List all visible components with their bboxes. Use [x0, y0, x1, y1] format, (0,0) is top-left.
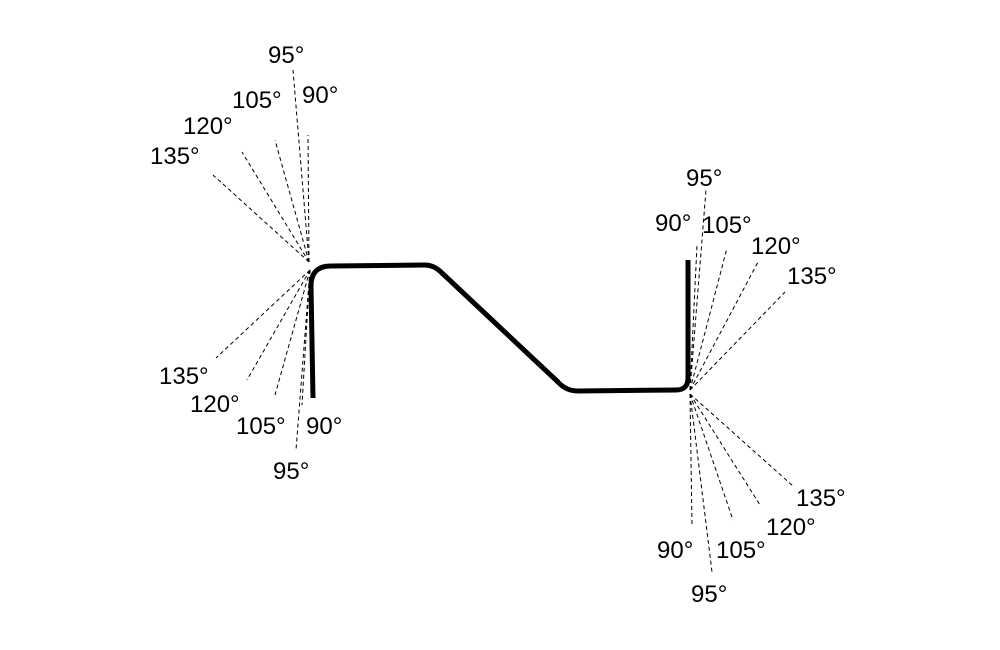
bottom-left-labels: 135° 120° 105° 90° 95°: [159, 363, 342, 485]
angle-label: 135°: [796, 485, 846, 512]
angle-label: 135°: [159, 363, 209, 390]
angle-label: 90°: [302, 82, 338, 109]
angle-label: 120°: [190, 391, 240, 418]
angle-label: 105°: [232, 87, 282, 114]
angle-label: 95°: [273, 458, 309, 485]
angle-label: 120°: [183, 113, 233, 140]
angle-label: 120°: [751, 233, 801, 260]
top-right-guides: [689, 189, 786, 391]
guide-90: [307, 134, 310, 263]
angle-label: 90°: [655, 210, 691, 237]
top-left-labels: 95° 90° 105° 120° 135°: [150, 42, 338, 170]
bottom-left-guides: [215, 269, 311, 451]
guide-105: [274, 139, 310, 263]
angle-label: 95°: [268, 42, 304, 69]
guide-105: [274, 269, 311, 396]
guide-95: [689, 393, 713, 573]
angle-label: 90°: [306, 413, 342, 440]
bottom-right-labels: 135° 120° 90° 105° 95°: [657, 485, 846, 608]
guide-120: [241, 151, 310, 263]
guide-105: [689, 393, 734, 521]
guide-95: [689, 189, 707, 391]
guide-135: [212, 174, 310, 263]
guide-95: [295, 269, 311, 451]
guide-135: [215, 269, 311, 359]
angle-label: 105°: [716, 537, 766, 564]
angle-label: 105°: [236, 413, 286, 440]
angle-label: 95°: [686, 165, 722, 192]
angle-label: 90°: [657, 537, 693, 564]
angle-label: 135°: [787, 263, 837, 290]
guide-135: [689, 291, 786, 391]
bent-profile: [308, 260, 691, 399]
guide-120: [246, 269, 311, 381]
top-left-guides: [212, 69, 310, 263]
guide-105: [689, 247, 728, 391]
guide-90: [689, 244, 698, 391]
bottom-right-guides: [689, 393, 794, 573]
angle-label: 95°: [691, 581, 727, 608]
angle-label: 135°: [150, 143, 200, 170]
angle-label: 105°: [702, 212, 752, 239]
guide-90: [689, 393, 693, 526]
angle-label: 120°: [766, 514, 816, 541]
guide-120: [689, 393, 761, 506]
guide-135: [689, 393, 794, 487]
top-right-labels: 95° 90° 105° 120° 135°: [655, 165, 837, 290]
guide-120: [689, 261, 759, 391]
